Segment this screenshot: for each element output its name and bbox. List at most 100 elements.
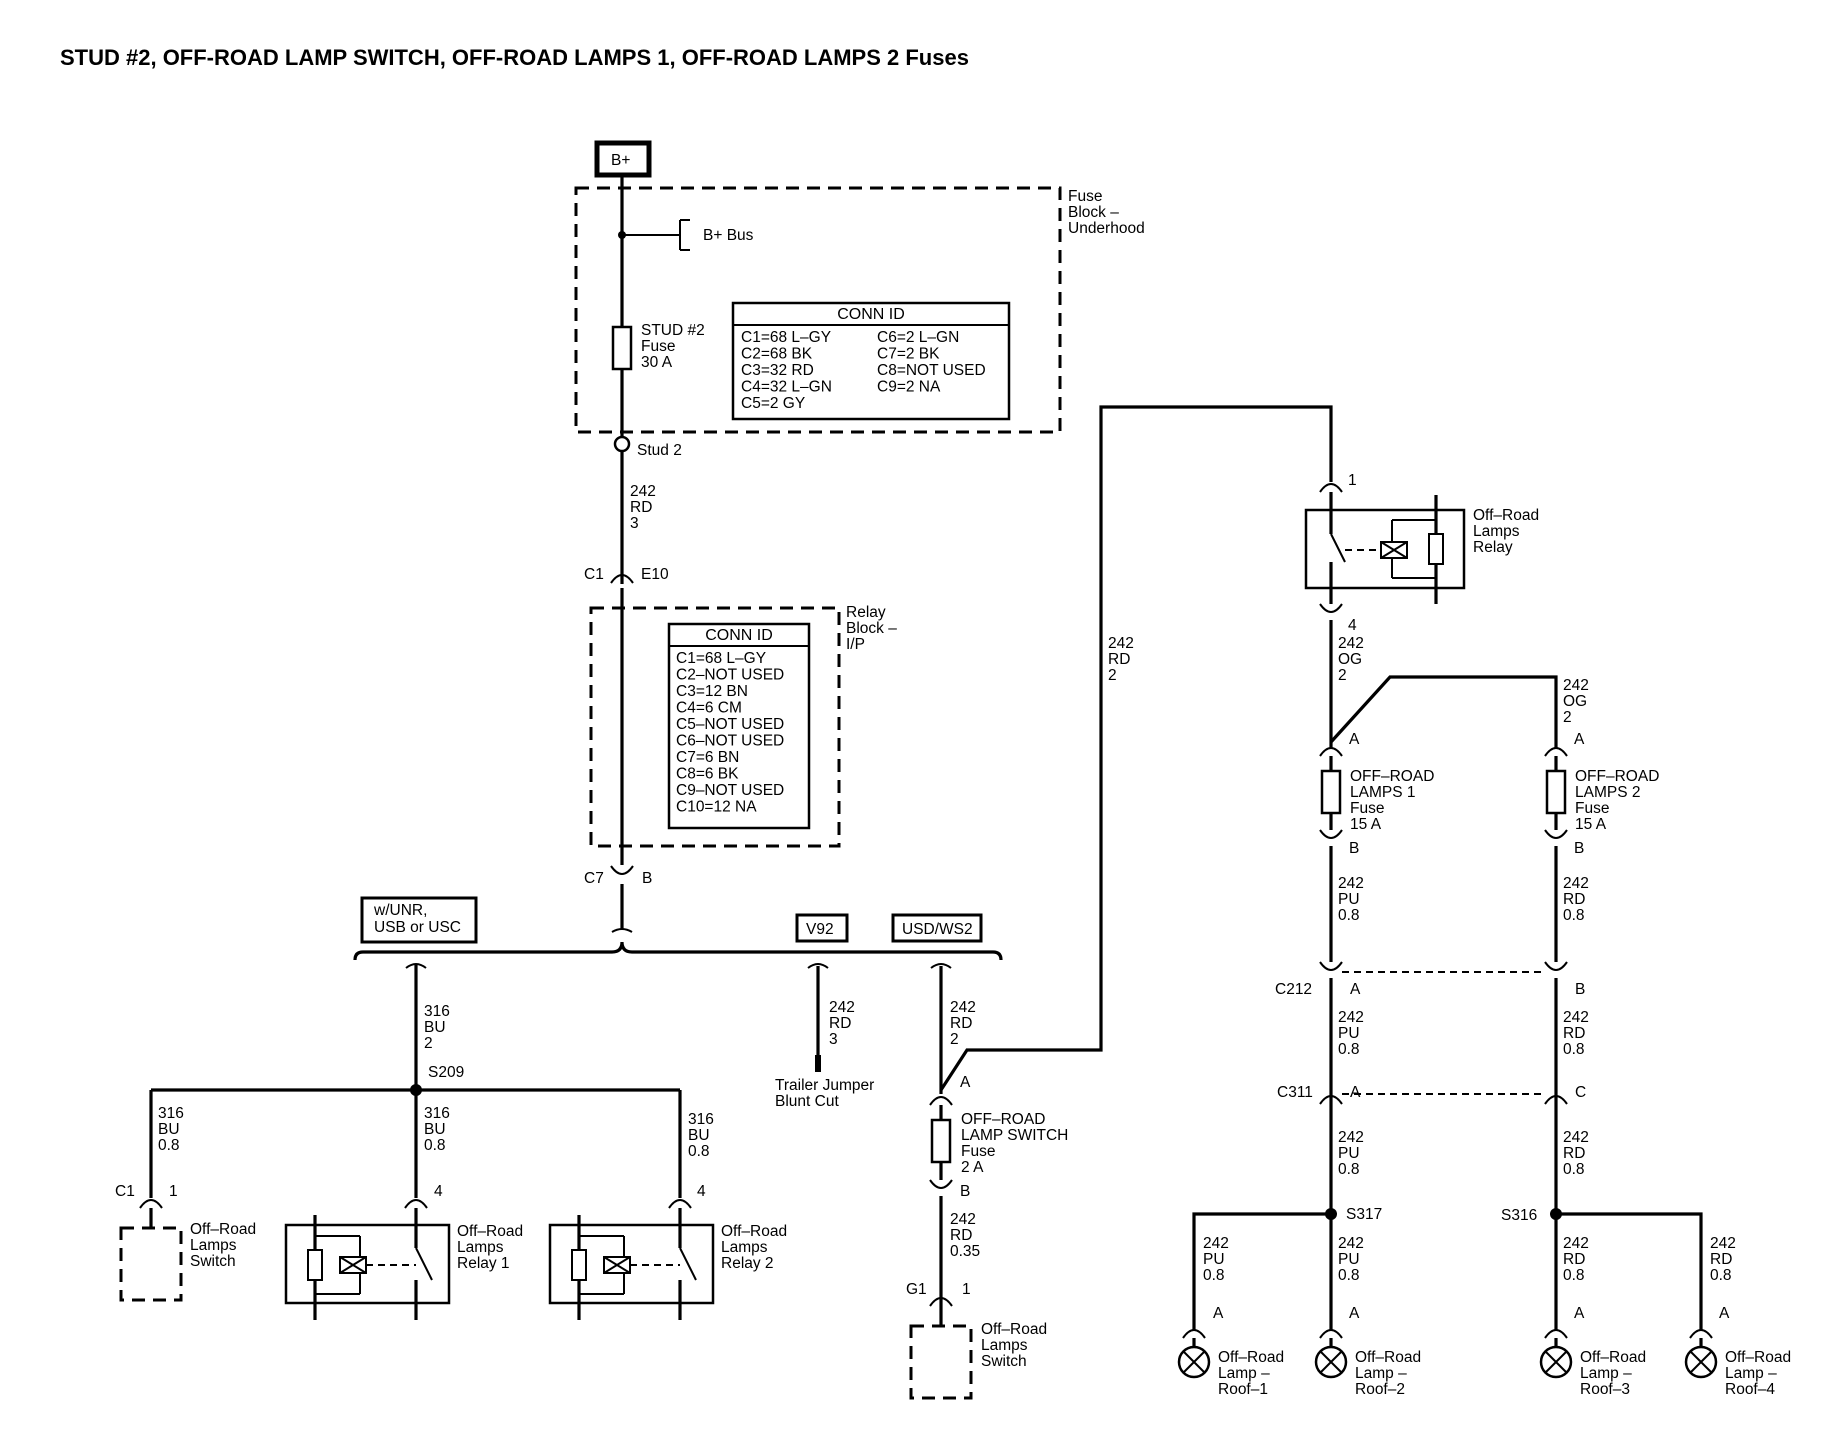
fuse1-label-3: Fuse (1350, 800, 1384, 817)
wire-label-line: 316 (158, 1105, 184, 1122)
conn-id-row: C3=32 RD (741, 362, 814, 379)
wire-label-line: 242 (1563, 875, 1589, 892)
off-road-lamps-1-fuse (1320, 769, 1342, 815)
wire-label-line: 3 (630, 515, 639, 532)
option-box-usd (891, 913, 983, 943)
lamp-label-line: Off–Road (1580, 1349, 1646, 1366)
splice-s317-label: S317 (1346, 1206, 1382, 1223)
option-box-v92 (795, 913, 849, 943)
wire-label-line: PU (1338, 891, 1360, 908)
conn-c1-left-label: C1 (115, 1183, 135, 1200)
off-road-lamps-relay-1 (284, 1208, 451, 1320)
wire-label-line: 316 (688, 1111, 714, 1128)
conn-id-row: C1=68 L–GY (676, 650, 766, 667)
wire-label-line: 0.8 (424, 1137, 446, 1154)
relay-pin4-connector (1319, 603, 1343, 613)
wire-label-line: 242 (1338, 1129, 1364, 1146)
wire-label-line: 0.8 (1338, 907, 1360, 924)
wire-label-line: 2 (1338, 667, 1347, 684)
wire-label-line: PU (1203, 1251, 1225, 1268)
conn-id-row: C4=6 CM (676, 700, 742, 717)
conn-id-row: C2=68 BK (741, 346, 813, 363)
stud2-label: Stud 2 (637, 442, 682, 459)
fuse-block-underhood (574, 186, 1062, 434)
wire-label-line: 0.8 (1563, 1041, 1585, 1058)
conn-id-row: C9=2 NA (877, 379, 941, 396)
conn-id-header-1: CONN ID (837, 306, 905, 323)
conn-id-row: C6=2 L–GN (877, 329, 959, 346)
lamp-a1-label: A (1213, 1305, 1224, 1322)
c212-b-label: B (1575, 981, 1585, 998)
wire-label-line: 0.8 (1338, 1267, 1360, 1284)
lamp-cross-2 (1689, 1350, 1713, 1374)
wire-label-line: 0.8 (1563, 1161, 1585, 1178)
off-road-lamps-switch-bottom (909, 1324, 973, 1400)
connector-relay1-pin4 (404, 1199, 428, 1209)
wire-label-line: RD (1563, 1025, 1585, 1042)
conn-id-table-relay-block (667, 622, 811, 830)
splice-s209-label: S209 (428, 1064, 464, 1081)
lamp-cross-2 (1182, 1350, 1206, 1374)
fuse1-connector-a (1319, 747, 1343, 757)
conn-id-row: C1=68 L–GY (741, 329, 831, 346)
wire-label-line: 242 (630, 483, 656, 500)
fuse2-label-4: 15 A (1575, 816, 1607, 833)
lamp-label-line: Off–Road (1725, 1349, 1791, 1366)
switch-left-label-2: Lamps (190, 1237, 237, 1254)
wire-label-line: 242 (1338, 1235, 1364, 1252)
wire-label-line: 0.8 (1710, 1267, 1732, 1284)
off-road-lamps-relay (1304, 492, 1466, 604)
conn-id-row: C8=6 BK (676, 766, 739, 783)
connector-g1 (929, 1297, 953, 1307)
wire-label-line: 3 (829, 1031, 838, 1048)
fuse1-b-label: B (1349, 840, 1359, 857)
wire-label-line: OG (1563, 693, 1587, 710)
wire-label-line: RD (1563, 891, 1585, 908)
conn-id-row: C10=12 NA (676, 799, 757, 816)
trailer-label-2: Blunt Cut (775, 1093, 839, 1110)
conn-id-row: C8=NOT USED (877, 362, 986, 379)
relay2-label-1: Off–Road (721, 1223, 787, 1240)
fuse2-label-1: OFF–ROAD (1575, 768, 1659, 785)
connector-c1-e10 (610, 574, 634, 584)
wire-label-line: PU (1338, 1251, 1360, 1268)
lamp-connector (1182, 1329, 1206, 1339)
c212-a-label: A (1350, 981, 1361, 998)
wire-label-line: 242 (1710, 1235, 1736, 1252)
trailer-label-1: Trailer Jumper (775, 1077, 874, 1094)
conn-g1-label: G1 (906, 1281, 927, 1298)
conn-id-row: C3=12 BN (676, 683, 748, 700)
wire-label-line: RD (829, 1015, 851, 1032)
wire-label-line: 0.8 (1338, 1041, 1360, 1058)
conn-id-row: C6–NOT USED (676, 733, 784, 750)
off-road-lamp-switch-fuse (930, 1118, 952, 1164)
wire-to-roof-4 (1556, 1212, 1703, 1330)
c311-c-label: C (1575, 1084, 1586, 1101)
fuse1-label-1: OFF–ROAD (1350, 768, 1434, 785)
switch-fuse-connector-b (929, 1179, 953, 1189)
wire-label-line: BU (158, 1121, 180, 1138)
wire-tall-to-relay (939, 405, 1333, 1091)
fuse1-a-label: A (1349, 731, 1360, 748)
wire-label-line: 242 (1563, 1235, 1589, 1252)
fuse1-label-4: 15 A (1350, 816, 1382, 833)
lamp-label-line: Roof–2 (1355, 1381, 1405, 1398)
conn-id-row: C2–NOT USED (676, 667, 784, 684)
relay-top-label-1: Off–Road (1473, 507, 1539, 524)
wire-label-line: 0.8 (1338, 1161, 1360, 1178)
wire-label-line: 2 (424, 1035, 433, 1052)
relay1-label-3: Relay 1 (457, 1255, 510, 1272)
wire-label-line: RD (950, 1227, 972, 1244)
